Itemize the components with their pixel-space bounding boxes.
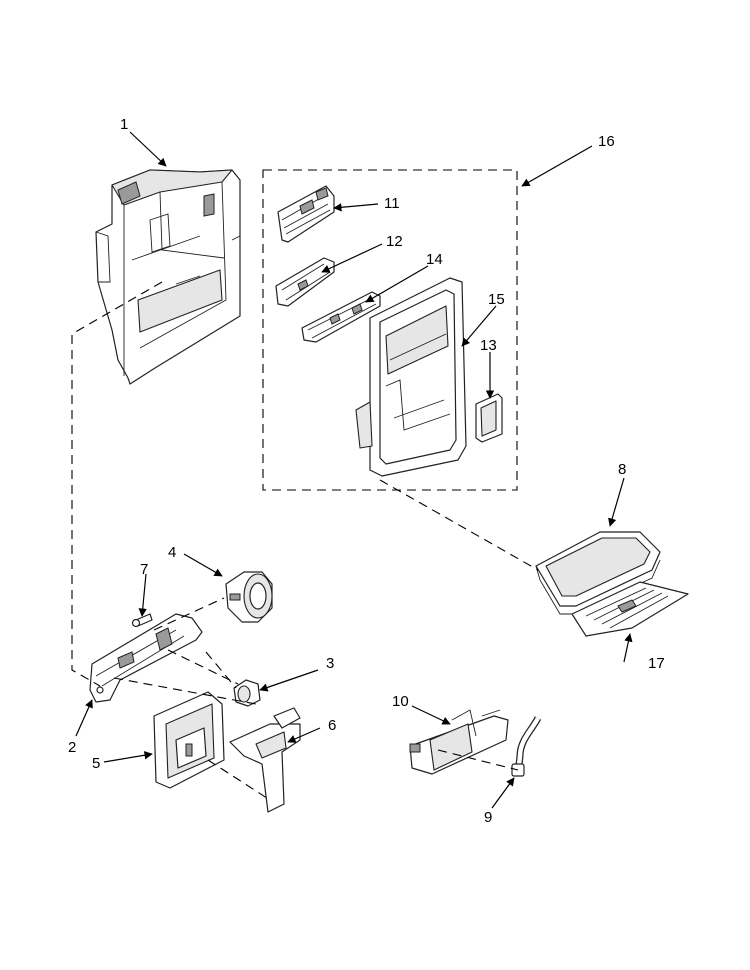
callout-16: 16 (598, 133, 615, 150)
part-14-bracket (301, 291, 381, 343)
part-10-valve (409, 709, 509, 775)
part-17-grille (571, 581, 689, 637)
part-3-actuator (233, 679, 261, 707)
callout-5: 5 (92, 755, 100, 772)
callout-10: 10 (392, 693, 409, 710)
assembly-lines (71, 281, 539, 801)
callout-2: 2 (68, 739, 76, 756)
callout-15: 15 (488, 291, 505, 308)
part-1-dispenser-housing (95, 169, 241, 385)
part-11-control-board (277, 185, 335, 243)
part-15-dispenser-frame (355, 277, 467, 477)
callout-9: 9 (484, 809, 492, 826)
callout-17: 17 (648, 655, 665, 672)
callout-7: 7 (140, 561, 148, 578)
part-4-motor (225, 571, 273, 623)
part-12-bracket (275, 257, 335, 307)
callout-1: 1 (120, 116, 128, 133)
callout-4: 4 (168, 544, 176, 561)
callout-13: 13 (480, 337, 497, 354)
callout-12: 12 (386, 233, 403, 250)
part-5-door (153, 691, 225, 789)
part-13-paddle (475, 393, 503, 443)
part-9-tube (511, 716, 542, 777)
leader-lines (75, 131, 633, 809)
callout-6: 6 (328, 717, 336, 734)
callout-3: 3 (326, 655, 334, 672)
group-16-outline (262, 169, 518, 491)
part-6-lever (229, 707, 301, 813)
part-8-drip-tray (535, 531, 661, 615)
callout-8: 8 (618, 461, 626, 478)
callout-labels: 1 2 3 4 5 6 7 8 9 10 11 12 13 14 15 16 1… (68, 116, 665, 826)
callout-11: 11 (384, 195, 400, 212)
callout-14: 14 (426, 251, 443, 268)
